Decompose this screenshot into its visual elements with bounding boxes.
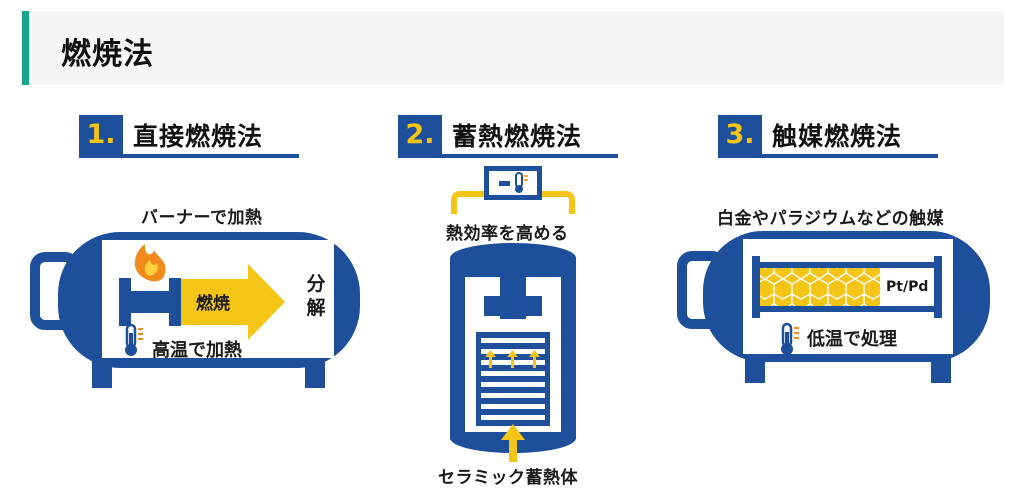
thermometer-icon [125,323,143,356]
method-number: 2. [398,115,442,154]
method-heading-regenerative: 2. 蓄熱燃焼法 [398,115,618,158]
ceramic-label: セラミック蓄熱体 [438,468,578,488]
method-label: 蓄熱燃焼法 [452,122,583,151]
method-heading-catalytic: 3. 触媒燃焼法 [718,115,938,158]
direct-caption: バーナーで加熱 [141,208,263,228]
up-arrow-icon [501,424,525,462]
page-title: 燃焼法 [61,37,154,72]
regenerative-tower [450,166,576,462]
method-label: 触媒燃焼法 [772,122,903,151]
catalyst-honeycomb [760,268,880,306]
decompose-label: 分解 [306,273,326,319]
thermometer-icon [781,322,799,355]
catalytic-caption: 白金やパラジウムなどの触媒 [717,209,945,229]
catalytic-tank [677,231,990,383]
flame-label: 燃焼 [196,294,230,314]
thermometer-icon [515,172,528,193]
airflow-arrow-icons [485,350,540,368]
low-temp-label: 低温で処理 [807,329,897,350]
method-number: 1. [79,115,123,154]
regenerative-caption: 熱効率を高める [446,224,569,244]
method-number: 3. [718,115,762,154]
method-heading-direct: 1. 直接燃焼法 [79,115,299,158]
heat-label: 高温で加熱 [152,340,242,361]
catalyst-label: Pt/Pd [886,279,929,295]
direct-combustion-tank [30,232,360,388]
header-banner: 燃焼法 [22,11,1004,85]
method-label: 直接燃焼法 [133,122,264,151]
